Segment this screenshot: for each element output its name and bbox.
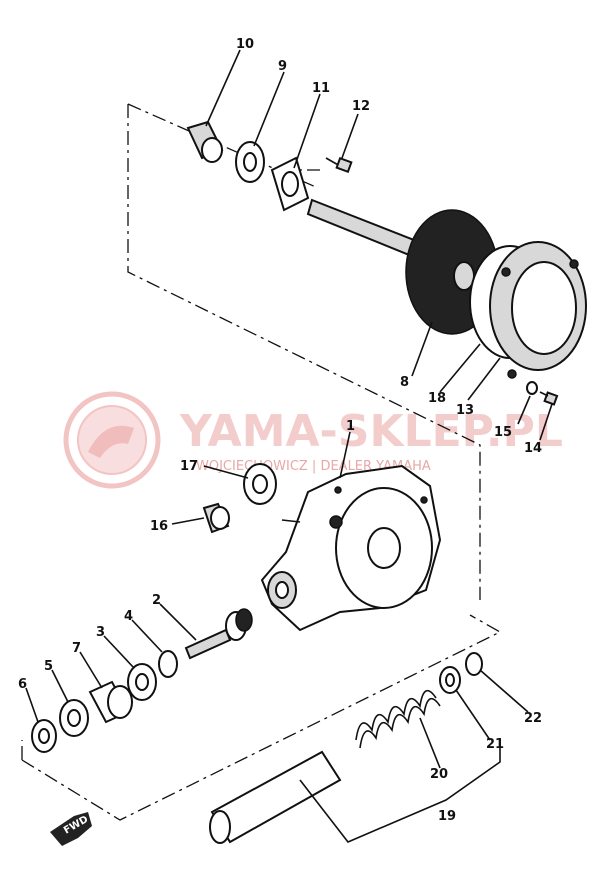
callout-4: 4	[124, 609, 133, 624]
part-21-washer	[439, 666, 461, 694]
part-19-rod	[209, 750, 342, 844]
callout-6: 6	[18, 677, 27, 692]
part-22-clip	[465, 652, 483, 676]
callout-12: 12	[352, 99, 370, 114]
part-15-washer	[526, 381, 538, 395]
callout-21: 21	[486, 737, 504, 752]
part-14-bolt	[539, 391, 559, 406]
part-7-spacer	[88, 680, 133, 724]
callout-5: 5	[44, 659, 53, 674]
callout-17: 17	[180, 459, 198, 474]
callout-19: 19	[438, 809, 456, 824]
forward-arrow-icon: FWD	[50, 812, 92, 846]
part-10-bushing	[186, 120, 224, 163]
callout-8: 8	[400, 375, 409, 390]
part-3-bearing	[127, 663, 157, 701]
callout-1: 1	[346, 419, 355, 434]
part-20-spring	[355, 689, 441, 749]
part-17-bearing	[243, 463, 277, 505]
part-2-pinion	[184, 608, 253, 660]
callout-18: 18	[428, 391, 446, 406]
callout-22: 22	[524, 711, 542, 726]
watermark-logo-icon	[63, 391, 161, 489]
callout-3: 3	[96, 625, 105, 640]
part-8-shaft-gear	[306, 198, 499, 335]
part-12-bolt	[325, 156, 353, 174]
callout-16: 16	[150, 519, 168, 534]
callout-10: 10	[236, 37, 254, 52]
part-9-bearing	[235, 141, 265, 183]
callout-11: 11	[312, 81, 330, 96]
part-1-housing	[260, 464, 442, 632]
part-16-bushing	[202, 502, 230, 534]
callout-9: 9	[278, 59, 287, 74]
callout-20: 20	[430, 767, 448, 782]
part-5-bearing	[59, 699, 89, 737]
callout-7: 7	[72, 641, 81, 656]
callout-numbers: 10 9 11 12 8 18 13 15 14 1 17 16 2 3 4 7…	[18, 37, 542, 824]
callout-15: 15	[494, 425, 512, 440]
leader-lines	[25, 49, 553, 843]
callout-13: 13	[456, 403, 474, 418]
part-4-clip	[158, 650, 178, 678]
part-11-plate	[270, 156, 310, 212]
part-13-cover	[489, 241, 587, 379]
dealer-watermark: YAMA-SKLEP.PL WOJCIECHOWICZ | DEALER YAM…	[63, 391, 563, 489]
watermark-brand: YAMA-SKLEP.PL	[179, 406, 563, 457]
callout-14: 14	[524, 441, 542, 456]
part-6-seal	[31, 719, 57, 753]
callout-2: 2	[152, 593, 161, 608]
